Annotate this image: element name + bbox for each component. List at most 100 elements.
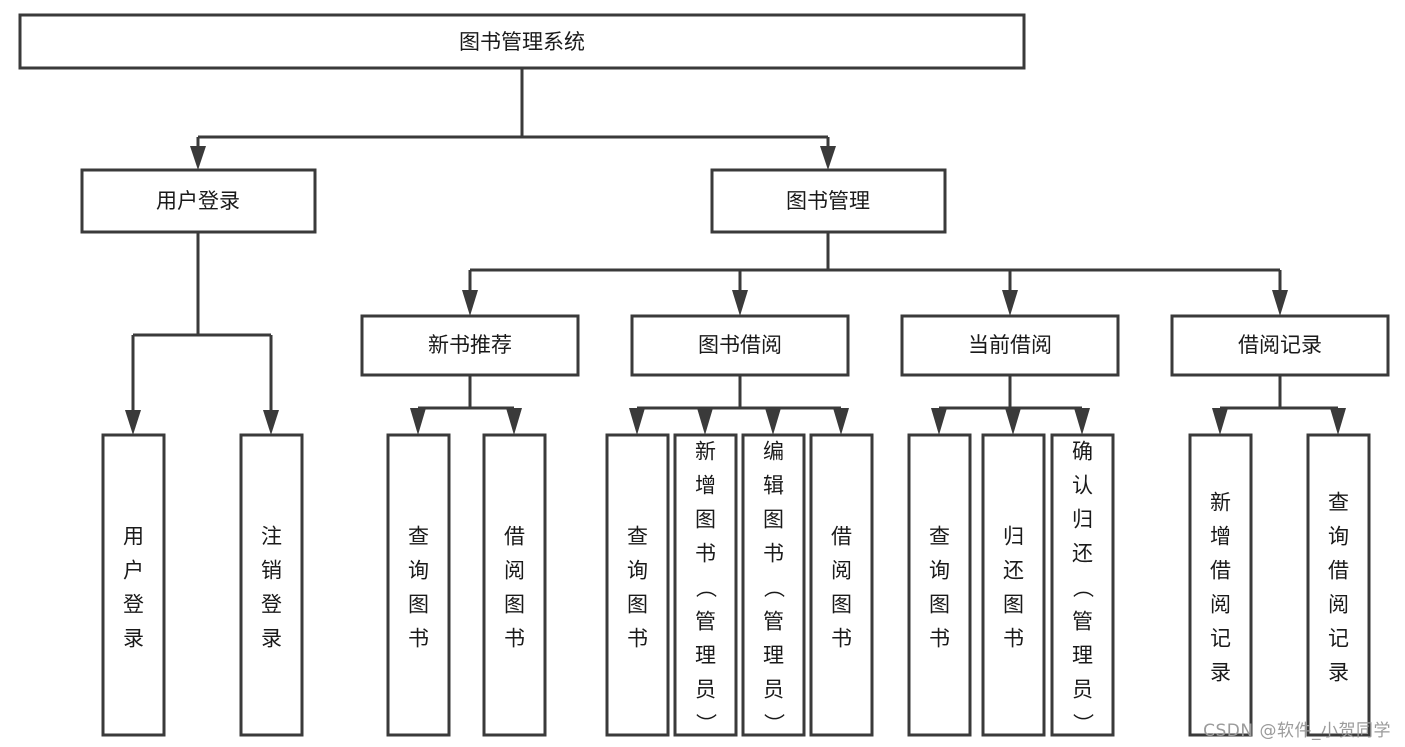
leaf-query-book-cb-box[interactable] (907, 433, 972, 737)
leaf-borrow-book-br-label-char: 图 (831, 593, 852, 617)
leaf-query-book-rec-label-char: 书 (408, 627, 429, 651)
leaf-query-record-label-char: 查 (1328, 491, 1349, 515)
leaf-add-record-label-char: 记 (1210, 627, 1231, 651)
edge-bookborrow-bus (635, 375, 843, 412)
leaf-edit-book-label-char: （ (762, 577, 786, 598)
node-borrow-record-box[interactable] (1170, 314, 1390, 377)
arrow-to-leaf-query-book-rec (410, 408, 426, 435)
leaf-edit-book-label-char: 员 (763, 678, 784, 702)
node-root[interactable]: 图书管理系统 (18, 13, 1026, 70)
arrow-to-leaf-query-book-cb (931, 408, 947, 435)
leaf-confirm-return-box[interactable] (1050, 433, 1115, 737)
leaf-confirm-return-label-char: （ (1071, 577, 1095, 598)
leaf-add-book-label-char: 新 (695, 440, 716, 464)
node-new-book-recommend[interactable]: 新书推荐 (360, 314, 580, 377)
leaf-add-book-label-char: 增 (695, 474, 716, 498)
leaf-confirm-return-label-char: 归 (1072, 508, 1093, 532)
leaf-add-book-label-char: 管 (695, 610, 716, 634)
node-book-borrow-box[interactable] (630, 314, 850, 377)
leaf-borrow-book-br-label-char: 借 (831, 525, 852, 549)
leaf-query-record-label-char: 阅 (1328, 593, 1349, 617)
arrow-to-new-book-rec (462, 290, 478, 316)
leaf-logout-box[interactable] (239, 433, 304, 737)
node-book-borrow[interactable]: 图书借阅 (630, 314, 850, 377)
leaf-user-login-label-char: 登 (123, 593, 144, 617)
edge-currentborrow-bus (937, 375, 1084, 412)
arrow-to-leaf-user-login (125, 410, 141, 435)
leaf-edit-book-label-char: 书 (763, 542, 784, 566)
leaf-confirm-return-label-char: ） (1071, 713, 1095, 734)
leaf-logout-label-char: 注 (261, 525, 282, 549)
arrow-to-book-manage (820, 146, 836, 170)
node-user-login[interactable]: 用户登录 (80, 168, 317, 234)
leaf-borrow-book-br-label-char: 阅 (831, 559, 852, 583)
leaf-borrow-book-br-box[interactable] (809, 433, 874, 737)
leaf-logout-label-char: 录 (261, 627, 282, 651)
leaf-return-book-label-char: 书 (1003, 627, 1024, 651)
edge-borrowrecord-bus (1218, 375, 1340, 412)
node-borrow-record[interactable]: 借阅记录 (1170, 314, 1390, 377)
leaf-user-login-label-char: 录 (123, 627, 144, 651)
node-book-manage[interactable]: 图书管理 (710, 168, 947, 234)
node-root-box[interactable] (18, 13, 1026, 70)
leaf-add-book-label-char: 图 (695, 508, 716, 532)
leaf-query-book-cb-label-char: 询 (929, 559, 950, 583)
arrow-to-leaf-query-book-br (629, 408, 645, 435)
leaf-add-record-label-char: 增 (1210, 525, 1231, 549)
node-borrow-record-label: 借阅记录 (1238, 333, 1322, 357)
leaf-query-book-br-box[interactable] (605, 433, 670, 737)
node-new-book-recommend-box[interactable] (360, 314, 580, 377)
leaf-return-book-box[interactable] (981, 433, 1046, 737)
leaf-add-book-label-char: （ (694, 577, 718, 598)
leaf-node[interactable]: 用户登录 (101, 433, 166, 737)
leaf-borrow-book-rec-label-char: 借 (504, 525, 525, 549)
leaf-edit-book-label-char: 理 (763, 644, 784, 668)
leaf-borrow-book-rec-box[interactable] (482, 433, 547, 737)
leaf-edit-book-label-char: 管 (763, 610, 784, 634)
leaf-user-login-box[interactable] (101, 433, 166, 737)
node-user-login-box[interactable] (80, 168, 317, 234)
node-book-manage-box[interactable] (710, 168, 947, 234)
leaf-add-book-label-char: 书 (695, 542, 716, 566)
leaf-query-record-box[interactable] (1306, 433, 1371, 737)
node-new-book-recommend-label: 新书推荐 (428, 333, 512, 357)
node-book-manage-label: 图书管理 (786, 189, 870, 213)
arrow-to-leaf-return-book (1005, 408, 1021, 435)
leaf-borrow-book-rec-label-char: 阅 (504, 559, 525, 583)
arrow-to-leaf-borrow-book-rec (506, 408, 522, 435)
arrow-to-leaf-query-record (1330, 408, 1346, 435)
node-layer: 图书管理系统 用户登录 图书管理 新书推荐 图书借阅 当前借阅 (18, 13, 1390, 377)
leaf-return-book-label-char: 图 (1003, 593, 1024, 617)
leaf-node-layer: 用户登录注销登录查询图书借阅图书查询图书新增图书（管理员）编辑图书（管理员）借阅… (101, 433, 1371, 737)
leaf-add-record-box[interactable] (1188, 433, 1253, 737)
leaf-query-book-rec-box[interactable] (386, 433, 451, 737)
node-current-borrow[interactable]: 当前借阅 (900, 314, 1120, 377)
leaf-logout-label-char: 销 (261, 559, 282, 583)
leaf-edit-book-label-char: 辑 (763, 474, 784, 498)
edge-userlogin-bus (131, 232, 273, 412)
leaf-query-book-rec-label-char: 查 (408, 525, 429, 549)
leaf-add-book-box[interactable] (673, 433, 738, 737)
edge-bookmanage-to-level3-bus (468, 232, 1282, 292)
arrow-to-leaf-add-record (1212, 408, 1228, 435)
node-current-borrow-box[interactable] (900, 314, 1120, 377)
edge-newbookrec-bus (416, 375, 516, 412)
node-root-label: 图书管理系统 (459, 30, 585, 54)
arrow-to-leaf-logout (263, 410, 279, 435)
leaf-edit-book-box[interactable] (741, 433, 806, 737)
node-book-borrow-label: 图书借阅 (698, 333, 782, 357)
leaf-confirm-return-label-char: 理 (1072, 644, 1093, 668)
